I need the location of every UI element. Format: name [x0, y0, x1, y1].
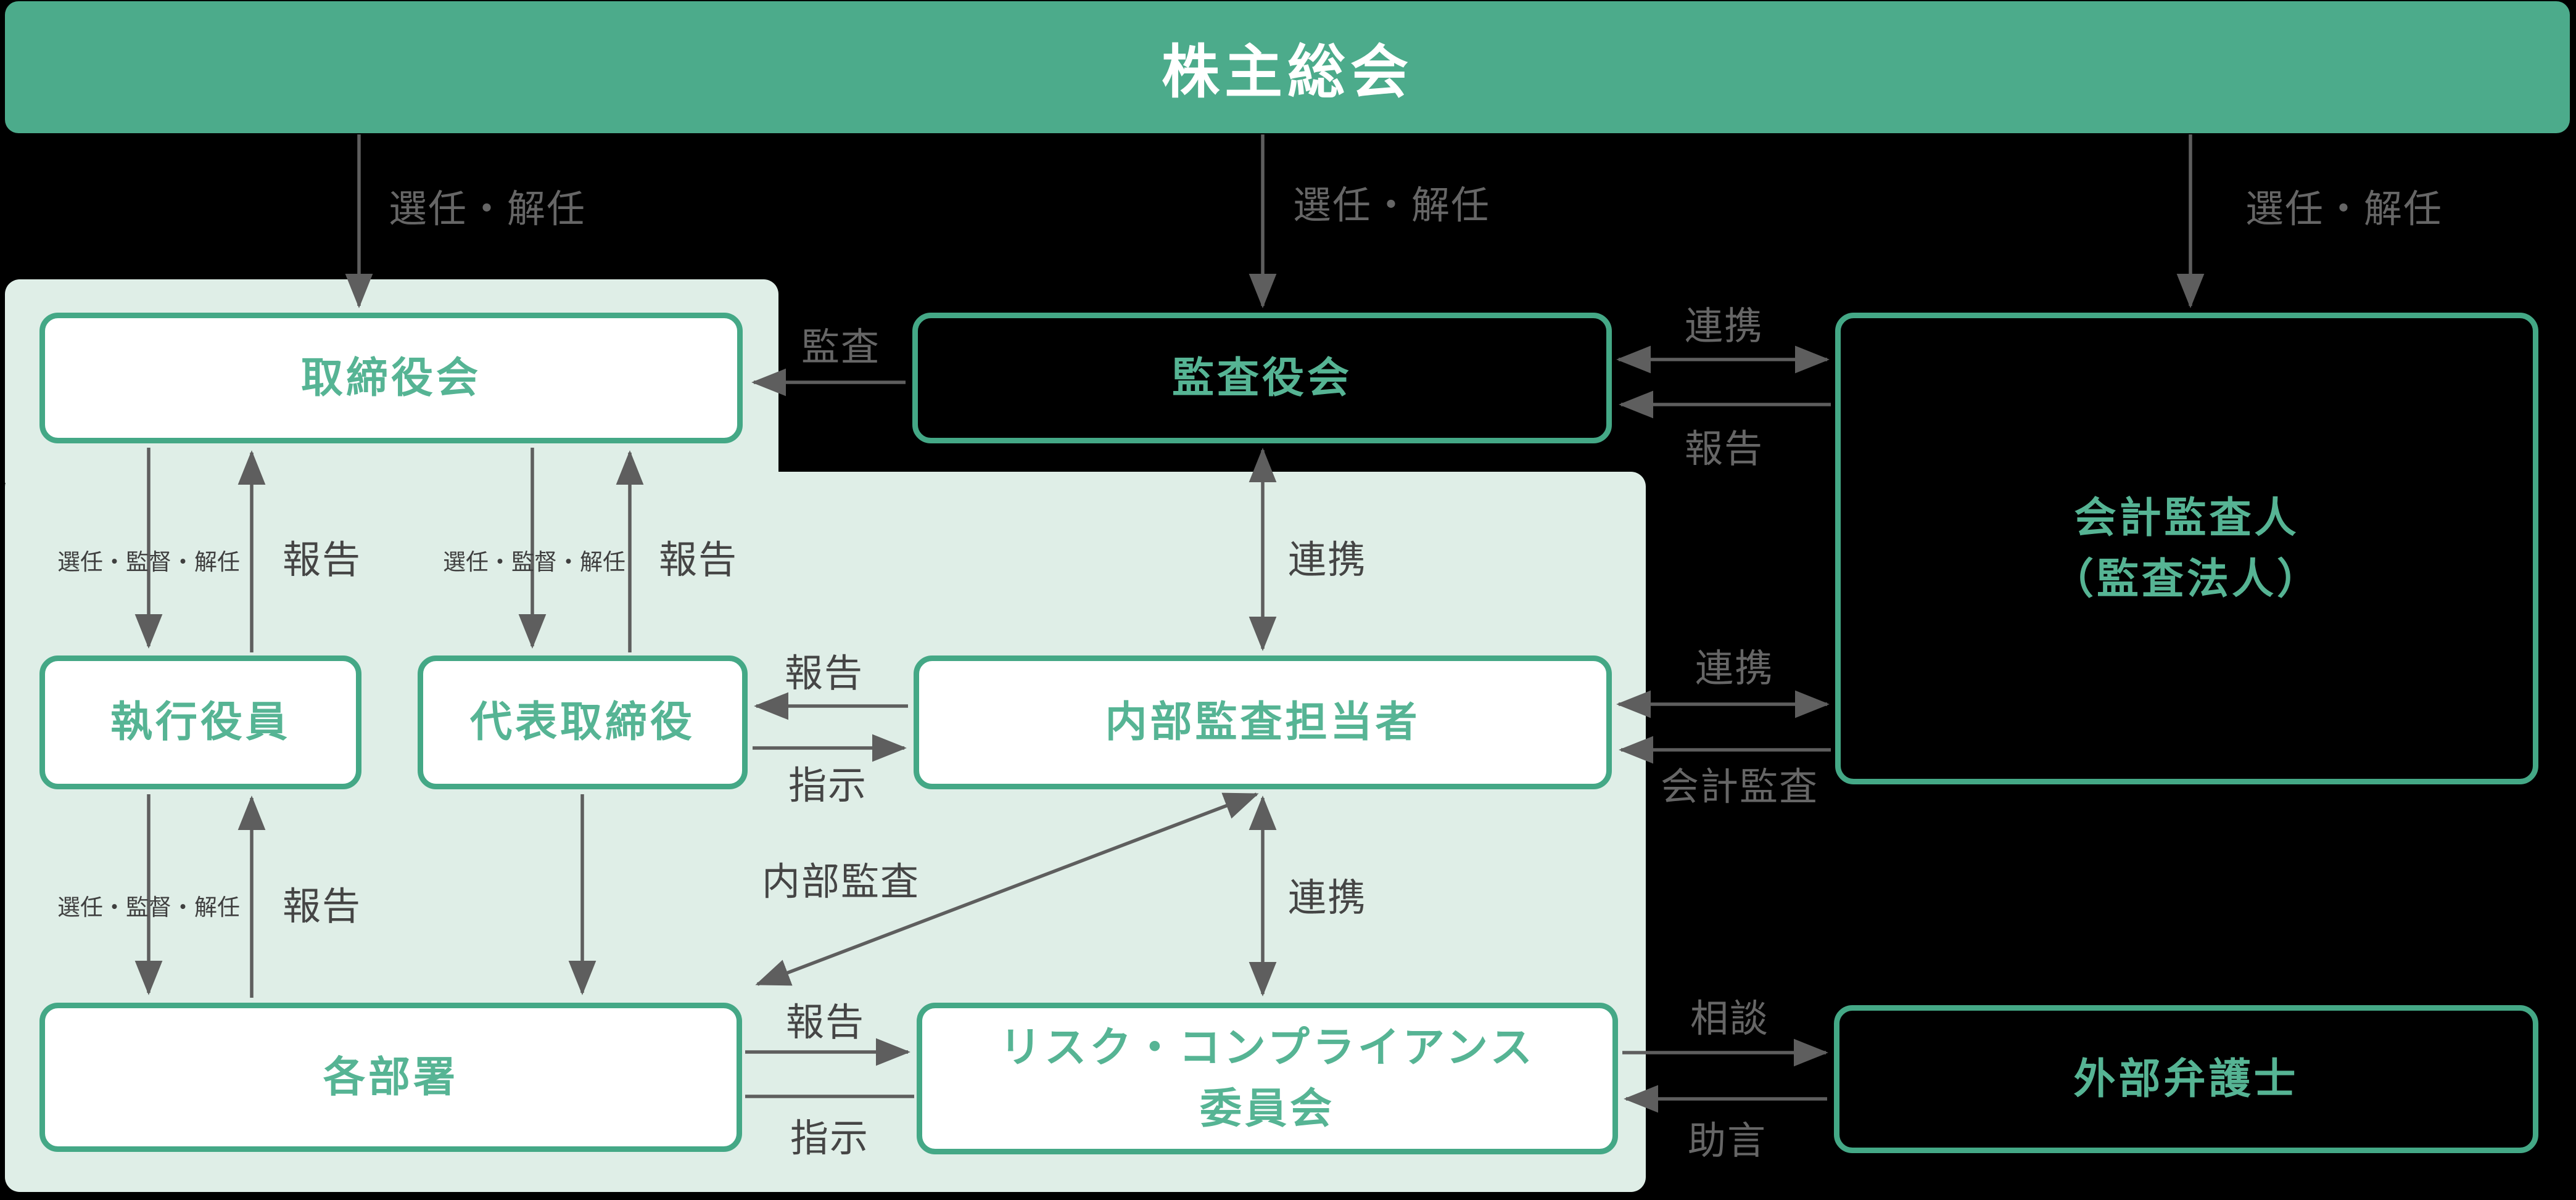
label-advice: 助言	[1687, 1120, 1767, 1162]
label-cooperation-3: 連携	[1695, 647, 1775, 690]
node-risk-compliance-committee: リスク・コンプライアンス 委員会	[917, 1003, 1618, 1154]
node-external-lawyer: 外部弁護士	[1834, 1005, 2538, 1153]
node-departments: 各部署	[39, 1003, 742, 1152]
label-report-2: 報告	[282, 539, 362, 582]
label-instruction-1: 指示	[788, 765, 868, 807]
diagram-title: 株主総会	[1161, 39, 1413, 104]
label-consult: 相談	[1690, 998, 1770, 1040]
node-internal-audit-staff: 内部監査担当者	[914, 655, 1612, 789]
label-cooperation-1: 連携	[1684, 305, 1764, 348]
label-appoint-dismiss-2: 選任・解任	[1292, 184, 1491, 227]
label-accounting-audit: 会計監査	[1660, 766, 1819, 808]
label-report-3: 報告	[658, 539, 738, 582]
label-internal-audit: 内部監査	[761, 861, 920, 903]
label-report-5: 報告	[282, 886, 362, 928]
label-instruction-2: 指示	[790, 1117, 870, 1160]
arrow-internal-audit-diagonal	[755, 792, 1259, 986]
label-cooperation-4: 連携	[1287, 877, 1368, 919]
label-report-1: 報告	[1684, 428, 1764, 471]
label-cooperation-2: 連携	[1287, 539, 1368, 582]
node-accounting-auditor: 会計監査人 （監査法人）	[1835, 313, 2538, 784]
label-report-6: 報告	[785, 1001, 865, 1044]
node-representative-director: 代表取締役	[418, 655, 748, 789]
node-shareholders-meeting: 株主総会	[5, 1, 2570, 133]
label-audit: 監査	[801, 326, 881, 369]
label-appoint-dismiss-1: 選任・解任	[388, 188, 587, 231]
label-appoint-supervise-dismiss-3: 選任・監督・解任	[57, 895, 240, 920]
label-report-4: 報告	[784, 652, 864, 695]
label-appoint-supervise-dismiss-1: 選任・監督・解任	[57, 549, 240, 575]
label-appoint-supervise-dismiss-2: 選任・監督・解任	[443, 549, 625, 575]
node-executive-officers: 執行役員	[39, 655, 361, 789]
label-appoint-dismiss-3: 選任・解任	[2245, 188, 2443, 231]
node-audit-and-supervisory-board: 監査役会	[912, 313, 1612, 443]
node-board-of-directors: 取締役会	[39, 313, 743, 443]
